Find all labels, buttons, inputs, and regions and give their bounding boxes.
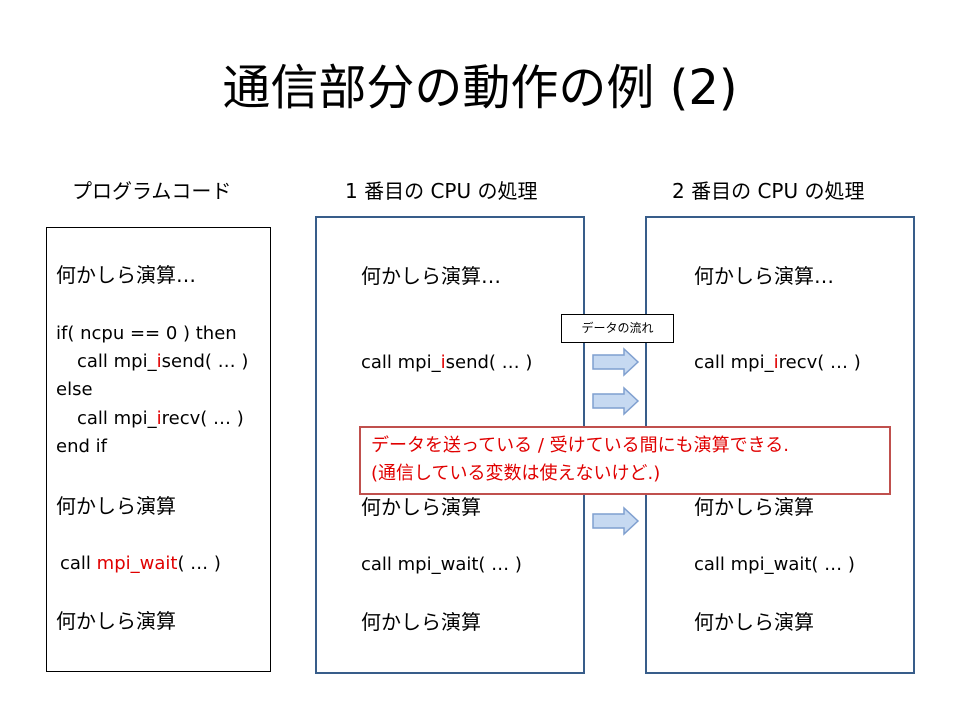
data-flow-arrow-1 (592, 347, 640, 377)
code-irecv-highlight: i (156, 408, 162, 429)
code-isend-highlight: i (156, 351, 162, 372)
cpu2-irecv-highlight: i (773, 352, 779, 373)
cpu1-wait-line: call mpi_wait( … ) (361, 554, 522, 575)
note-line-1: データを送っている / 受けている間にも演算できる. (371, 435, 789, 456)
code-compute-line-2: 何かしら演算 (56, 494, 176, 518)
code-column-heading: プログラムコード (72, 179, 232, 203)
cpu1-isend-suffix: send( … ) (445, 352, 533, 373)
code-irecv-suffix: recv( … ) (161, 408, 244, 429)
note-line-2: (通信している変数は使えないけど.) (371, 463, 661, 484)
data-flow-arrow-2 (592, 386, 640, 416)
cpu2-irecv-prefix: call mpi_ (694, 352, 774, 373)
code-wait-prefix: call (60, 553, 97, 574)
cpu1-isend-highlight: i (440, 352, 446, 373)
cpu1-isend-prefix: call mpi_ (361, 352, 441, 373)
code-else-line: else (56, 379, 93, 400)
cpu1-compute-line-2: 何かしら演算 (361, 495, 481, 519)
cpu2-irecv-suffix: recv( … ) (778, 352, 861, 373)
code-wait-line: call mpi_wait( … ) (60, 550, 221, 577)
cpu2-compute-line-3: 何かしら演算 (694, 610, 814, 634)
data-flow-arrow-3 (592, 506, 640, 536)
code-isend-suffix: send( … ) (161, 351, 249, 372)
overlap-computation-note: データを送っている / 受けている間にも演算できる. (通信している変数は使えな… (359, 426, 891, 495)
cpu1-compute-line-1: 何かしら演算… (361, 264, 501, 288)
cpu1-compute-line-3: 何かしら演算 (361, 610, 481, 634)
program-code-box: 何かしら演算… if( ncpu == 0 ) then call mpi_is… (46, 227, 271, 672)
cpu1-column-heading: 1 番目の CPU の処理 (345, 179, 538, 203)
code-if-line: if( ncpu == 0 ) then (56, 323, 237, 344)
code-irecv-prefix: call mpi_ (77, 408, 157, 429)
cpu2-compute-line-1: 何かしら演算… (694, 264, 834, 288)
code-compute-line-3: 何かしら演算 (56, 609, 176, 633)
code-endif-line: end if (56, 436, 107, 457)
code-irecv-line: call mpi_irecv( … ) (77, 405, 244, 432)
cpu2-wait-line: call mpi_wait( … ) (694, 554, 855, 575)
code-wait-suffix: ( … ) (177, 553, 221, 574)
cpu2-irecv-line: call mpi_irecv( … ) (694, 349, 861, 376)
code-wait-highlight: mpi_wait (96, 553, 178, 574)
data-flow-label: データの流れ (561, 314, 674, 343)
code-isend-prefix: call mpi_ (77, 351, 157, 372)
code-compute-line-1: 何かしら演算… (56, 263, 196, 287)
slide-title: 通信部分の動作の例 (2) (222, 60, 738, 116)
cpu1-isend-line: call mpi_isend( … ) (361, 349, 532, 376)
cpu2-compute-line-2: 何かしら演算 (694, 495, 814, 519)
cpu2-column-heading: 2 番目の CPU の処理 (672, 179, 865, 203)
code-isend-line: call mpi_isend( … ) (77, 348, 248, 375)
